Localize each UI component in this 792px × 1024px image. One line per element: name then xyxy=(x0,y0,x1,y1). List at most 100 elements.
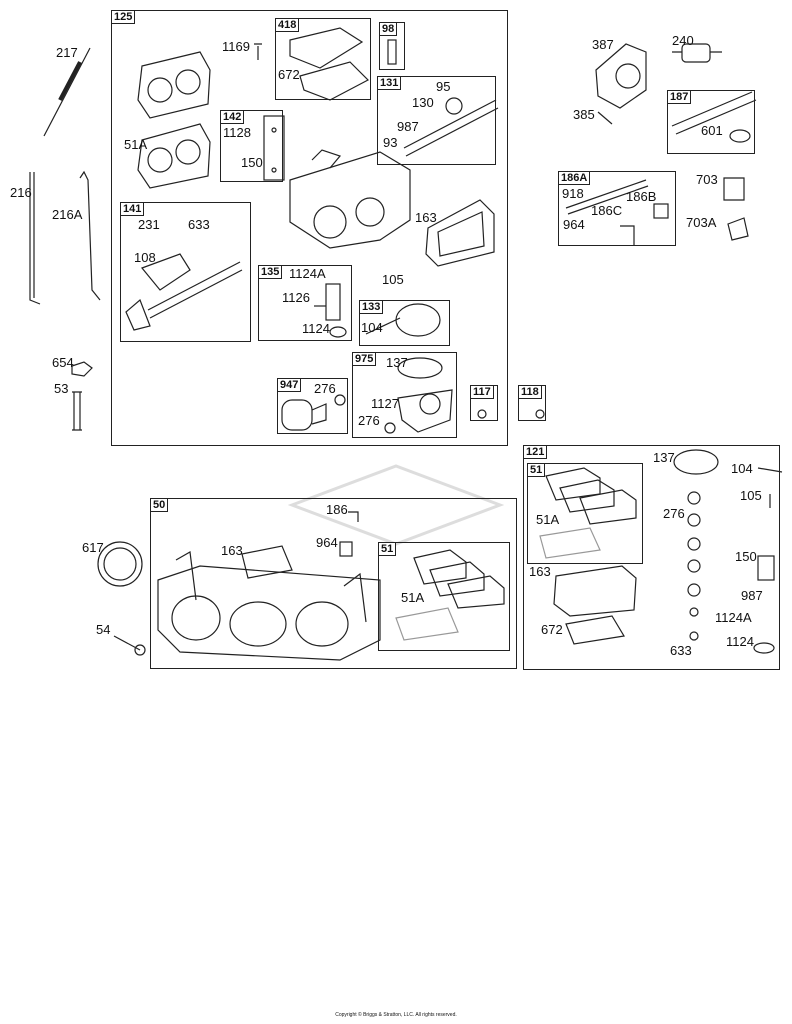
label-1124-2: 1124 xyxy=(726,634,754,649)
part-186C-fitting xyxy=(620,225,635,246)
label-163-3: 163 xyxy=(221,543,243,558)
label-387: 387 xyxy=(592,37,614,52)
label-217: 217 xyxy=(56,45,78,60)
label-987-1: 987 xyxy=(397,119,419,134)
group-133-tag: 133 xyxy=(360,301,384,314)
label-1169: 1169 xyxy=(222,39,250,54)
part-163-gasket-3 xyxy=(241,545,293,579)
part-117-small xyxy=(477,409,487,419)
part-654-nut xyxy=(71,361,93,377)
part-50-manifold xyxy=(157,551,381,661)
label-150-2: 150 xyxy=(735,549,757,564)
part-947-solenoid xyxy=(281,394,346,431)
group-142-tag: 142 xyxy=(221,111,245,124)
part-186B-fitting xyxy=(653,203,669,219)
group-117-tag: 117 xyxy=(471,386,494,399)
group-98: 98 xyxy=(379,22,405,70)
group-186A: 186A xyxy=(558,171,676,246)
label-276-1: 276 xyxy=(314,381,336,396)
label-104-1: 104 xyxy=(361,320,383,335)
label-672-1: 672 xyxy=(278,67,300,82)
part-142-bracket xyxy=(263,115,285,181)
label-617: 617 xyxy=(82,540,104,555)
label-1126: 1126 xyxy=(282,290,310,305)
part-703A-clamp xyxy=(727,217,749,241)
group-187-tag: 187 xyxy=(668,91,692,104)
copyright-text: Copyright © Briggs & Stratton, LLC. All … xyxy=(335,1012,457,1018)
label-231: 231 xyxy=(138,217,160,232)
part-385-screw xyxy=(597,111,613,125)
group-121-tag: 121 xyxy=(524,446,548,459)
label-51A-2: 51A xyxy=(536,512,560,527)
part-54-bolt xyxy=(113,635,146,656)
group-118-tag: 118 xyxy=(519,386,542,399)
part-gasket-top xyxy=(137,51,211,119)
group-142: 142 xyxy=(220,110,283,182)
group-975: 975 xyxy=(352,352,457,438)
label-216A: 216A xyxy=(52,207,83,222)
label-105-1: 105 xyxy=(382,272,404,287)
label-163-1: 163 xyxy=(415,210,437,225)
group-133: 133 xyxy=(359,300,450,346)
group-135: 135 xyxy=(258,265,352,341)
group-118: 118 xyxy=(518,385,546,421)
label-633-2: 633 xyxy=(670,643,692,658)
group-947-tag: 947 xyxy=(278,379,302,392)
part-53-stud xyxy=(72,391,82,431)
group-141-tag: 141 xyxy=(121,203,145,216)
part-131-shaft xyxy=(403,97,499,157)
label-104-2: 104 xyxy=(731,461,753,476)
part-240-filter xyxy=(672,43,722,63)
label-601: 601 xyxy=(701,123,723,138)
group-51-right-tag: 51 xyxy=(528,464,546,477)
part-216-rod xyxy=(29,172,41,305)
group-131: 131 xyxy=(377,76,496,165)
part-186-elbow xyxy=(348,511,359,522)
part-135-float xyxy=(314,283,347,338)
part-216A-rod xyxy=(79,170,101,301)
group-975-tag: 975 xyxy=(353,353,377,366)
part-964-spacer xyxy=(339,541,353,557)
label-93: 93 xyxy=(383,135,398,150)
part-1169-screw xyxy=(254,43,262,60)
part-51A-gasket xyxy=(137,123,211,189)
part-121-gasket-set xyxy=(539,467,637,645)
label-1128: 1128 xyxy=(223,125,251,140)
label-672-2: 672 xyxy=(541,622,563,637)
label-964-1: 964 xyxy=(563,217,585,232)
group-117: 117 xyxy=(470,385,498,421)
group-186A-tag: 186A xyxy=(559,172,591,185)
group-141: 141 xyxy=(120,202,251,342)
part-163-gasket-1 xyxy=(425,199,495,267)
group-418-tag: 418 xyxy=(276,19,300,32)
group-98-tag: 98 xyxy=(380,23,398,36)
part-108-throttle-shaft xyxy=(125,253,243,331)
part-617-ring xyxy=(97,541,143,587)
group-418: 418 xyxy=(275,18,371,100)
label-54: 54 xyxy=(96,622,111,637)
label-137-2: 137 xyxy=(653,450,675,465)
part-104-pin xyxy=(757,467,783,473)
label-918: 918 xyxy=(562,186,584,201)
group-51-bottom-tag: 51 xyxy=(379,543,397,556)
part-121-washers xyxy=(687,491,775,654)
label-186B: 186B xyxy=(626,189,657,204)
part-carburetor-body xyxy=(289,149,411,249)
group-947: 947 xyxy=(277,378,348,434)
part-51-gasket-set-2 xyxy=(395,549,505,641)
label-53: 53 xyxy=(54,381,69,396)
group-51-right: 51 xyxy=(527,463,643,564)
label-1127: 1127 xyxy=(371,396,399,411)
label-108: 108 xyxy=(134,250,156,265)
part-98-screw xyxy=(387,39,397,65)
label-987-2: 987 xyxy=(741,588,763,603)
label-654: 654 xyxy=(52,355,74,370)
label-964-2: 964 xyxy=(316,535,338,550)
group-125-tag: 125 xyxy=(112,11,136,24)
group-51-bottom: 51 xyxy=(378,542,510,651)
label-51A-1: 51A xyxy=(124,137,148,152)
part-133-bowl xyxy=(365,303,441,337)
group-50-tag: 50 xyxy=(151,499,169,512)
label-186: 186 xyxy=(326,502,348,517)
